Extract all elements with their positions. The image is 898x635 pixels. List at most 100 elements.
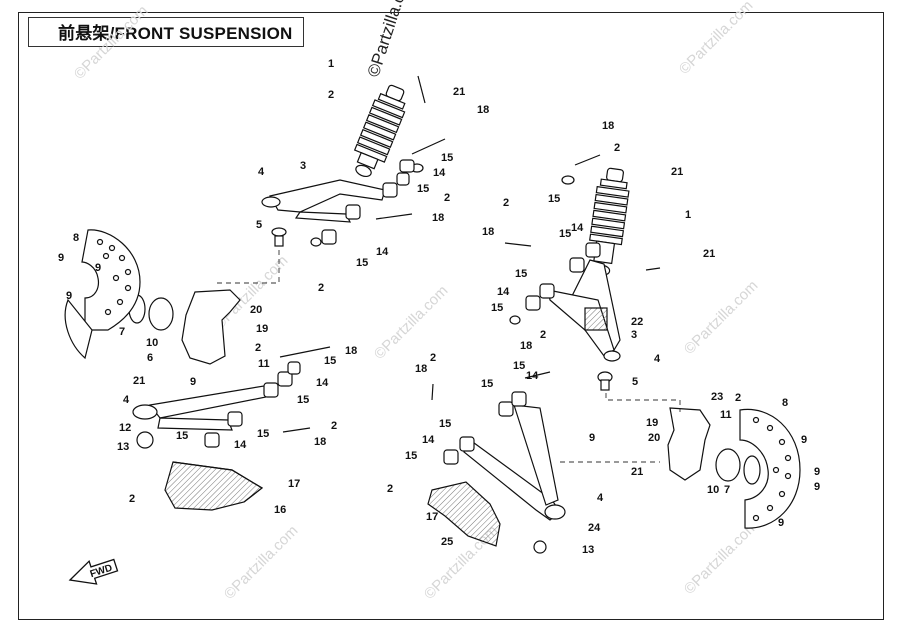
callout-label: 21	[703, 248, 715, 260]
left-upper-arm	[261, 179, 386, 223]
callout-label: 18	[477, 104, 489, 116]
callout-label: 15	[559, 228, 571, 240]
callout-label: 18	[602, 120, 614, 132]
callout-label: 14	[433, 167, 446, 179]
callout-label: 18	[432, 212, 444, 224]
callout-label: 13	[117, 441, 129, 453]
callout-label: 15	[513, 360, 525, 372]
callout-label: 13	[582, 544, 594, 556]
page-title: 前悬架/FRONT SUSPENSION	[58, 24, 293, 43]
callout-label: 8	[782, 397, 788, 409]
watermark-text: ©Partzilla.com	[676, 0, 757, 78]
fwd-label: FWD	[89, 563, 114, 581]
callout-label: 15	[515, 268, 527, 280]
callout-label: 4	[123, 394, 130, 406]
left-knuckle	[128, 289, 241, 365]
callout-label: 2	[503, 197, 509, 209]
callout-label: 9	[589, 432, 595, 444]
callout-label: 25	[441, 536, 453, 548]
callout-label: 9	[58, 252, 64, 264]
right-skid-guard	[427, 481, 501, 547]
callout-label: 19	[646, 417, 658, 429]
left-bolts	[279, 75, 446, 433]
callout-label: 1	[685, 209, 691, 221]
callout-label: 21	[631, 466, 643, 478]
callout-label: 8	[73, 232, 79, 244]
callout-label: 18	[314, 436, 326, 448]
callout-label: 15	[356, 257, 368, 269]
callout-label: 15	[324, 355, 336, 367]
callout-label: 18	[520, 340, 532, 352]
callout-label: 11	[720, 409, 732, 421]
callout-label: 18	[482, 226, 494, 238]
left-shock-absorber	[353, 84, 406, 178]
callout-label: 20	[648, 432, 660, 444]
callout-label: 18	[345, 345, 357, 357]
watermarks: ©Partzilla.com ©Partzilla.com ©Partzilla…	[71, 0, 762, 603]
callout-label: 15	[439, 418, 451, 430]
callout-label: 4	[258, 166, 265, 178]
callout-label: 9	[66, 290, 72, 302]
callout-label: 14	[316, 377, 329, 389]
callout-label: 17	[426, 511, 438, 523]
title-box	[28, 17, 304, 47]
callout-label: 6	[147, 352, 153, 364]
callout-label: 2	[430, 352, 436, 364]
callout-label: 15	[417, 183, 429, 195]
callout-label: 2	[255, 342, 261, 354]
callout-label: 20	[250, 304, 262, 316]
callout-label: 2	[614, 142, 620, 154]
callout-label: 15	[548, 193, 560, 205]
callout-label: 10	[707, 484, 719, 496]
callout-label: 5	[256, 219, 262, 231]
callout-label: 14	[376, 246, 389, 258]
left-lower-arm	[132, 361, 301, 449]
callout-label: 7	[724, 484, 730, 496]
watermark-text: ©Partzilla.com	[371, 282, 452, 363]
callout-label: 15	[405, 450, 417, 462]
callout-label: 17	[288, 478, 300, 490]
callout-label: 9	[814, 481, 820, 493]
callout-label: 23	[711, 391, 723, 403]
callout-label: 2	[387, 483, 393, 495]
callout-label: 15	[297, 394, 309, 406]
callout-label: 5	[632, 376, 638, 388]
callout-label: 9	[190, 376, 196, 388]
watermark-text: ©Partzilla.com	[71, 2, 152, 83]
callout-label: 19	[256, 323, 268, 335]
left-brake-disc	[64, 229, 141, 360]
callout-label: 4	[654, 353, 661, 365]
right-upper-bushings	[509, 175, 601, 325]
callout-label: 22	[631, 316, 643, 328]
callout-label: 10	[146, 337, 158, 349]
callout-label: 15	[491, 302, 503, 314]
right-upper-arm	[547, 259, 621, 362]
callout-label: 15	[257, 428, 269, 440]
dashed-lines	[215, 250, 681, 463]
callout-label: 2	[444, 192, 450, 204]
callout-label: 14	[571, 222, 584, 234]
callout-label: 2	[331, 420, 337, 432]
callout-label: 21	[453, 86, 465, 98]
right-ball-joint	[597, 371, 613, 391]
left-skid-guard	[164, 461, 264, 511]
fwd-arrow-icon: FWD	[68, 558, 119, 585]
callout-label: 2	[735, 392, 741, 404]
callout-label: 2	[129, 493, 135, 505]
callout-label: 21	[671, 166, 683, 178]
callout-label: 3	[300, 160, 306, 172]
callout-label: 15	[441, 152, 453, 164]
callout-label: 16	[274, 504, 286, 516]
watermark-text: ©Partzilla.com	[221, 522, 302, 603]
callout-label: 18	[415, 363, 427, 375]
callout-label: 9	[814, 466, 820, 478]
right-knuckle	[667, 407, 761, 485]
callout-label: 11	[258, 358, 270, 370]
callout-label: 9	[95, 262, 101, 274]
callout-label: 2	[318, 282, 324, 294]
callout-label: 9	[778, 517, 784, 529]
callout-label: 2	[540, 329, 546, 341]
callout-label: 14	[422, 434, 435, 446]
